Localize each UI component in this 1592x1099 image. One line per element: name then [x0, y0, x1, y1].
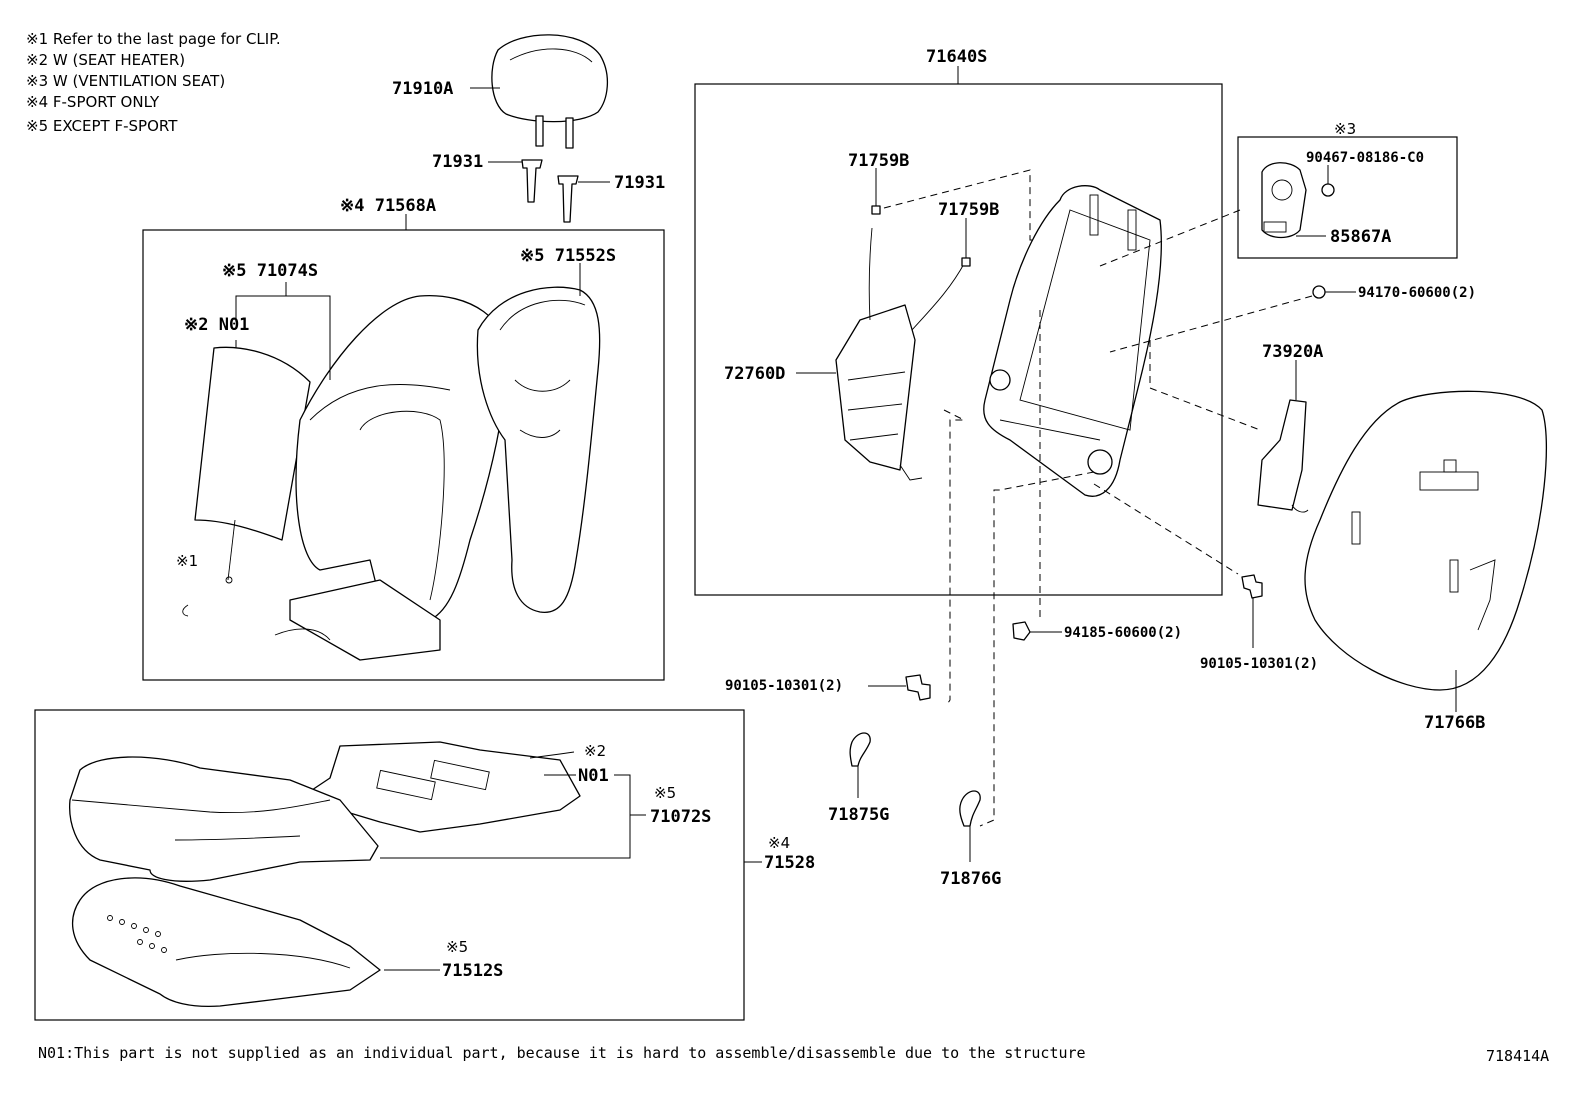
- notes-legend: ※1 Refer to the last page for CLIP. ※2 W…: [26, 30, 281, 135]
- label-mark4-lower: ※4: [768, 834, 790, 852]
- label-71552S: ※5 71552S: [520, 246, 616, 266]
- note-5: ※5 EXCEPT F-SPORT: [26, 117, 178, 135]
- label-71072S: 71072S: [650, 807, 711, 827]
- label-71876G: 71876G: [940, 869, 1001, 889]
- label-90467: 90467-08186-C0: [1306, 150, 1424, 166]
- nut-94185: [1012, 621, 1031, 641]
- label-mark5-bottom: ※5: [446, 938, 468, 956]
- cover-71876G: [959, 790, 981, 827]
- note-3: ※3 W (VENTILATION SEAT): [26, 72, 225, 90]
- label-71759B-1: 71759B: [848, 151, 909, 171]
- frame-motor: [989, 369, 1011, 391]
- seatback-heater-pad: [194, 346, 311, 541]
- note-4: ※4 F-SPORT ONLY: [26, 93, 160, 111]
- label-71766B: 71766B: [1424, 713, 1485, 733]
- note-1: ※1 Refer to the last page for CLIP.: [26, 30, 281, 48]
- recliner-hub: [1087, 449, 1113, 475]
- headrest-illustration: [491, 34, 609, 123]
- label-90105-left: 90105-10301(2): [725, 678, 843, 694]
- vent-fan-box: ※3 85867A 90467-08186-C0: [1099, 120, 1458, 267]
- seatback-cover-bottom: [289, 579, 441, 661]
- seatback-board: [1304, 390, 1548, 691]
- headrest-support-left: [521, 159, 543, 203]
- seatback-frame: [983, 185, 1162, 497]
- label-N01-lower: N01: [578, 766, 609, 786]
- bolt-90105-right: [1241, 574, 1263, 599]
- nut-94170: [1312, 285, 1326, 299]
- label-mark3: ※3: [1334, 120, 1356, 138]
- middle-fasteners: 94185-60600(2) 90105-10301(2) 71875G 718…: [725, 310, 1182, 889]
- seatback-cover-rear: [476, 286, 601, 613]
- lumbar-support-assembly: [835, 304, 916, 471]
- label-71910A: 71910A: [392, 79, 453, 99]
- cushion-pad: [71, 877, 381, 1008]
- seatback-frame-box: 71640S 72760D 71759B 71759B: [694, 47, 1223, 596]
- cushion-box: ※4 71528 ※2 N01 ※5 71072S ※5 71512S: [34, 709, 815, 1021]
- label-71074S: ※5 71074S: [222, 261, 318, 281]
- footer: N01:This part is not supplied as an indi…: [38, 1044, 1549, 1065]
- label-71875G: 71875G: [828, 805, 889, 825]
- clip-71759B-1: [871, 205, 881, 215]
- label-94170: 94170-60600(2): [1358, 285, 1476, 301]
- label-mark2-lower: ※2: [584, 742, 606, 760]
- label-N01-upper: ※2 N01: [184, 315, 249, 335]
- label-71512S: 71512S: [442, 961, 503, 981]
- cushion-cover: [69, 756, 379, 882]
- label-71640S: 71640S: [926, 47, 987, 67]
- label-mark5-lower: ※5: [654, 784, 676, 802]
- label-72760D: 72760D: [724, 364, 785, 384]
- label-71568A: ※4 71568A: [340, 196, 436, 216]
- label-71931-left: 71931: [432, 152, 483, 172]
- right-parts: 94170-60600(2) 73920A 71766B 90105-10301…: [1093, 285, 1548, 733]
- headrest-stay-right: [565, 117, 574, 149]
- label-73920A: 73920A: [1262, 342, 1323, 362]
- box-71528: [34, 709, 745, 1021]
- box-71568A: [142, 229, 665, 681]
- bolt-90467: [1321, 183, 1335, 197]
- figure-id: 718414A: [1486, 1047, 1549, 1065]
- headrest-stay-left: [535, 115, 544, 147]
- bolt-90105-left: [905, 674, 931, 701]
- box-vent: [1237, 136, 1458, 259]
- label-clip-mark: ※1: [176, 552, 198, 570]
- label-94185: 94185-60600(2): [1064, 625, 1182, 641]
- side-airbag-sensor: [1257, 399, 1307, 511]
- footer-note: N01:This part is not supplied as an indi…: [38, 1044, 1086, 1062]
- seatback-cover-front: [295, 295, 509, 626]
- clip-71759B-2: [961, 257, 971, 267]
- label-71931-right: 71931: [614, 173, 665, 193]
- cover-71875G: [849, 732, 871, 767]
- label-90105-right: 90105-10301(2): [1200, 656, 1318, 672]
- label-85867A: 85867A: [1330, 227, 1391, 247]
- headrest-support-right: [557, 175, 579, 223]
- label-71528: 71528: [764, 853, 815, 873]
- seatback-cover-box: ※4 71568A ※1 ※5 71074S ※2 N01 ※5 71552S: [142, 196, 665, 681]
- label-71759B-2: 71759B: [938, 200, 999, 220]
- note-2: ※2 W (SEAT HEATER): [26, 51, 185, 69]
- headrest-group: 71910A 71931 71931: [392, 34, 665, 223]
